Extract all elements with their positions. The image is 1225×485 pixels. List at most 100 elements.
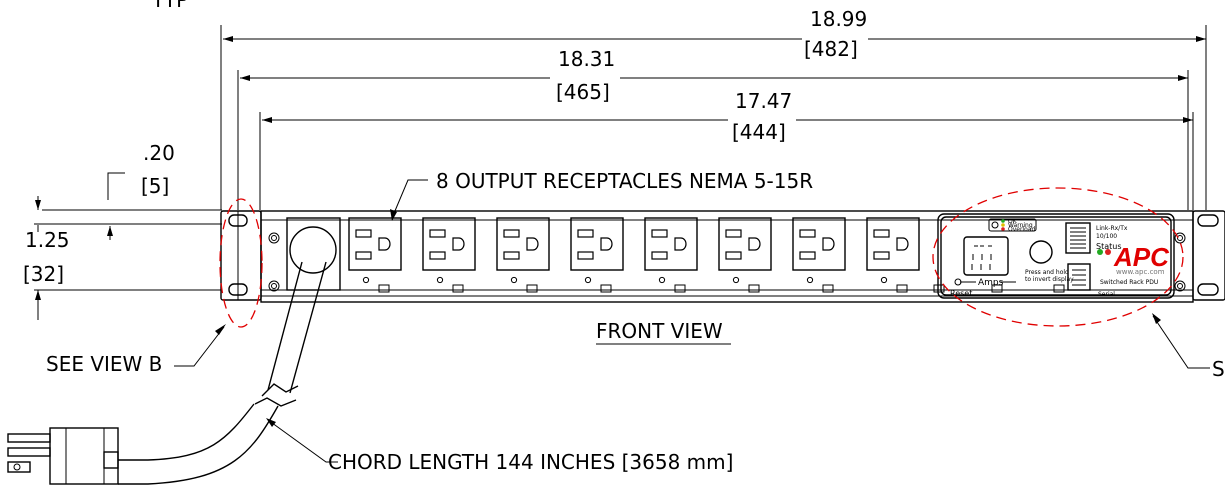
outlet-rail-tab (822, 284, 834, 293)
dimension-18-31-metric: [465] (556, 80, 610, 104)
panel-highlight (932, 187, 1184, 327)
output-receptacles (348, 217, 920, 293)
cord-length-text: CHORD LENGTH 144 INCHES [3658 mm] (328, 450, 733, 474)
outlet-rail-tab (600, 284, 612, 293)
see-view-b-text: SEE VIEW B (46, 352, 162, 376)
outlet-rail-tab (526, 284, 538, 293)
outlet-slot (503, 251, 520, 260)
dimension-0-20-value: .20 (143, 141, 175, 165)
outlet-face (348, 217, 402, 271)
outlet-7 (792, 217, 846, 293)
serial-port[interactable] (1067, 263, 1091, 291)
dimension-18-99: 18.99 [482] (220, 7, 1207, 210)
right-cut-text: SI (1212, 357, 1225, 381)
apc-logo: APC (1113, 242, 1170, 272)
dimension-18-31-value: 18.31 (558, 47, 615, 71)
invert-display-button[interactable] (1029, 240, 1053, 264)
outlet-face (570, 217, 624, 271)
cord-length-callout: CHORD LENGTH 144 INCHES [3658 mm] (266, 418, 733, 474)
pdu-chassis (220, 210, 1225, 303)
status-led-green (1097, 249, 1103, 255)
outlet-face (496, 217, 550, 271)
outlet-ground (452, 237, 465, 251)
outlet-slot (725, 251, 742, 260)
outlet-slot (429, 251, 446, 260)
power-cord (118, 261, 327, 485)
outlet-slot (873, 229, 890, 238)
outlet-2 (422, 217, 476, 293)
legend-ok-label: OK (1008, 218, 1018, 225)
outlet-6 (718, 217, 772, 293)
dimension-17-47: 17.47 [444] (259, 89, 1194, 210)
receptacles-callout: 8 OUTPUT RECEPTACLES NEMA 5-15R (390, 169, 813, 221)
outlet-led (510, 276, 518, 284)
nema-plug-icon (7, 427, 119, 485)
outlet-1 (348, 217, 402, 293)
outlet-ground (600, 237, 613, 251)
outlet-5 (644, 217, 698, 293)
outlet-led (436, 276, 444, 284)
outlet-face (718, 217, 772, 271)
reset-button[interactable] (954, 278, 962, 286)
bottom-rail-tabs (933, 284, 1065, 293)
dimension-18-99-metric: [482] (804, 37, 858, 61)
outlet-slot (799, 251, 816, 260)
outlet-rail-tab (748, 284, 760, 293)
outlet-face (792, 217, 846, 271)
amps-label: Amps (978, 278, 1004, 288)
dimension-1-25-metric: [32] (23, 262, 64, 286)
outlet-led (806, 276, 814, 284)
outlet-slot (725, 229, 742, 238)
outlet-slot (651, 229, 668, 238)
outlet-4 (570, 217, 624, 293)
outlet-led (362, 276, 370, 284)
serial-label: Serial (1098, 291, 1115, 298)
dimension-0-20: .20 [5] (35, 141, 222, 240)
outlet-slot (873, 251, 890, 260)
dimension-1-25: 1.25 [32] (23, 223, 222, 320)
right-cut-callout: SI (1152, 313, 1225, 381)
see-view-b-callout: SEE VIEW B (46, 324, 226, 376)
front-view-label: FRONT VIEW (596, 319, 731, 345)
outlet-slot (577, 251, 594, 260)
outlet-led (584, 276, 592, 284)
outlet-led (732, 276, 740, 284)
outlet-slot (577, 229, 594, 238)
status-led-red (1105, 249, 1111, 255)
outlet-led (880, 276, 888, 284)
outlet-slot (651, 251, 668, 260)
dimension-18-31: 18.31 [465] (237, 47, 1189, 210)
legend-overload-label: Overload (1008, 226, 1035, 233)
outlet-slot (429, 229, 446, 238)
outlet-ground (674, 237, 687, 251)
dimension-1-25-value: 1.25 (25, 228, 70, 252)
status-label: Status (1096, 242, 1122, 251)
dimension-0-20-metric: [5] (141, 174, 169, 198)
outlet-8 (866, 217, 920, 293)
outlet-3 (496, 217, 550, 293)
network-port[interactable] (1065, 222, 1091, 254)
control-panel: OK Warning Overload Amps Press and hold … (937, 213, 1175, 299)
legend-warning-label: Warning (1008, 222, 1033, 229)
speed-label: 10/100 (1096, 233, 1117, 240)
outlet-rail-tab (378, 284, 390, 293)
dimension-17-47-value: 17.47 (735, 89, 792, 113)
outlet-slot (355, 251, 372, 260)
outlet-ground (748, 237, 761, 251)
amps-display (963, 236, 1009, 276)
outlet-rail-tab (674, 284, 686, 293)
press-hold-text: Press and hold (1025, 269, 1069, 276)
outlet-ground (822, 237, 835, 251)
outlet-slot (355, 229, 372, 238)
outlet-face (866, 217, 920, 271)
product-name: Switched Rack PDU (1100, 279, 1158, 286)
view-b-highlight (219, 198, 263, 328)
reset-label: Reset (950, 289, 972, 298)
link-rx-tx-label: Link-Rx/Tx (1096, 225, 1128, 232)
outlet-face (422, 217, 476, 271)
invert-display-text: to invert display (1025, 276, 1074, 283)
outlet-ground (526, 237, 539, 251)
front-view-title: FRONT VIEW (596, 319, 723, 343)
outlet-ground (896, 237, 909, 251)
